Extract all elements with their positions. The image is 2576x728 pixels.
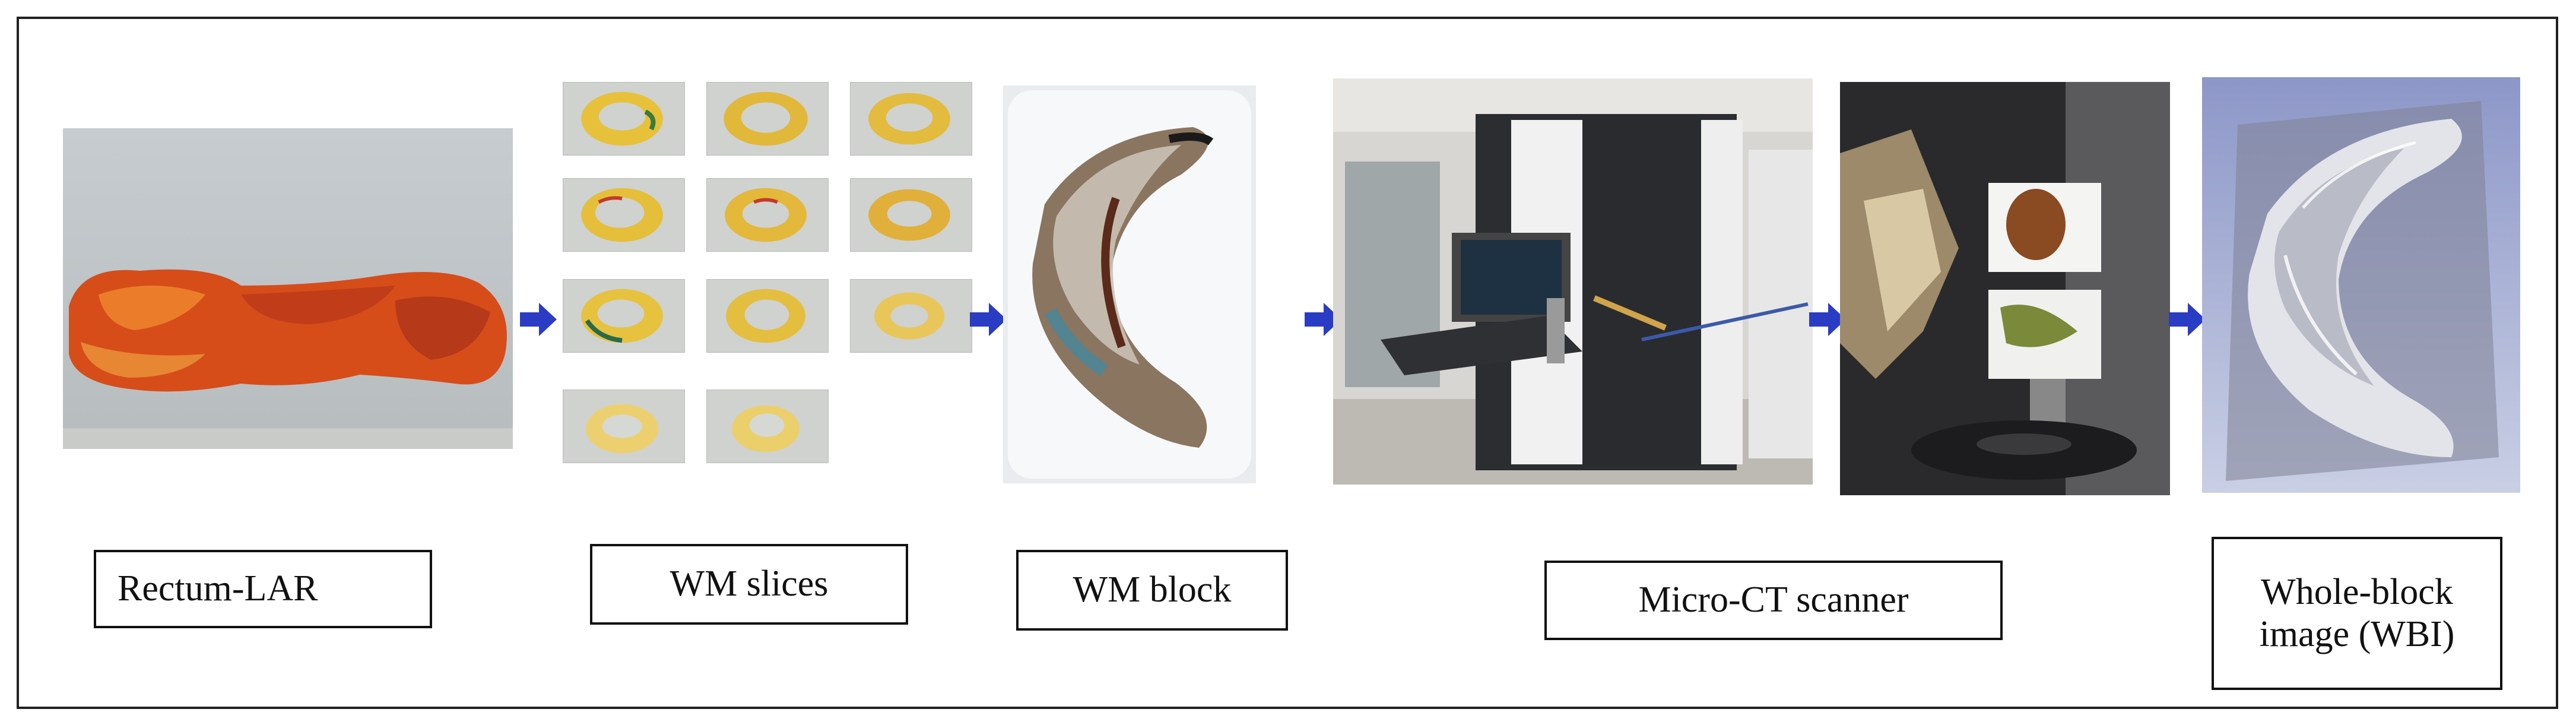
arrow-3-icon [1303, 302, 1343, 337]
wm-slice-image [706, 82, 829, 156]
label-whole-block-image: Whole-block image (WBI) [2212, 537, 2502, 690]
wm-slice-image [563, 390, 685, 463]
arrow-2-icon [969, 302, 1008, 337]
arrow-5-icon [2168, 302, 2207, 337]
label-text: Rectum-LAR [118, 568, 318, 609]
arrow-4-icon [1808, 302, 1847, 337]
label-wm-block: WM block [1016, 550, 1288, 631]
wm-slice-image [850, 178, 972, 252]
label-rectum-lar: Rectum-LAR [94, 550, 432, 628]
sample-mounted-photo [1840, 82, 2170, 495]
wm-slice-image [706, 178, 829, 252]
wm-slice-image [706, 279, 829, 353]
rectum-specimen-photo [63, 128, 513, 449]
label-text-line-2: image (WBI) [2259, 614, 2455, 654]
label-wm-slices: WM slices [590, 544, 908, 625]
label-text: WM block [1073, 569, 1232, 610]
wm-slice-image [850, 82, 972, 156]
label-text: WM slices [670, 564, 829, 604]
label-text: Micro-CT scanner [1638, 580, 1909, 621]
wm-block-photo [1003, 86, 1256, 483]
wm-slice-image [706, 390, 829, 463]
wm-slice-image [563, 82, 685, 156]
arrow-1-icon [519, 302, 558, 337]
wm-slice-image [563, 178, 685, 252]
label-text-line-1: Whole-block [2261, 571, 2453, 612]
label-micro-ct-scanner: Micro-CT scanner [1544, 561, 2003, 640]
whole-block-image-render [2202, 77, 2520, 493]
wm-slice-image [850, 279, 972, 353]
wm-slice-image [563, 279, 685, 353]
micro-ct-scanner-photo [1333, 78, 1813, 485]
